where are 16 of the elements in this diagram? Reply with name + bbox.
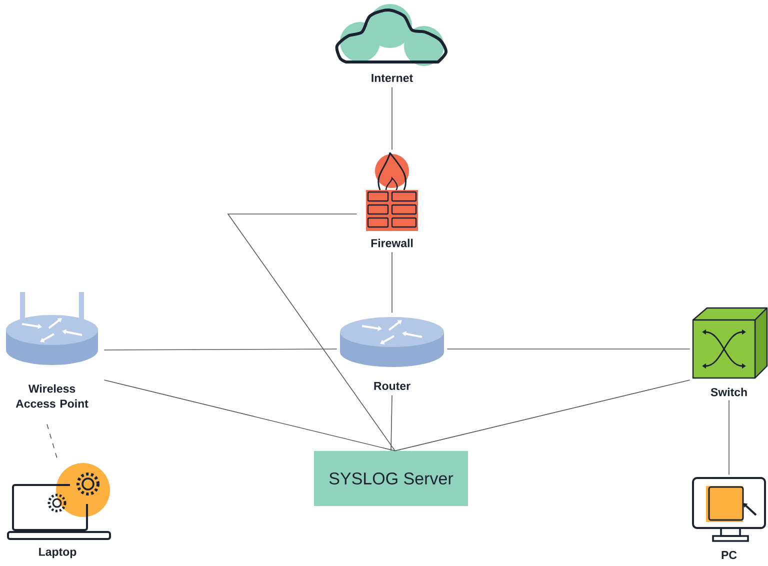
connector-line bbox=[390, 394, 392, 452]
device-label: Laptop bbox=[39, 548, 76, 558]
connector-line bbox=[728, 400, 730, 476]
device-label: PC bbox=[722, 550, 737, 560]
connector-line bbox=[227, 214, 396, 452]
device-label: Switch bbox=[710, 388, 747, 396]
connector-line bbox=[394, 380, 690, 452]
connector-line bbox=[446, 348, 690, 350]
device-label: Router bbox=[374, 382, 410, 390]
device-label: Wireless Access Point bbox=[16, 384, 88, 408]
connector-line bbox=[104, 380, 396, 452]
connector-line bbox=[104, 348, 338, 350]
connector-line bbox=[46, 424, 58, 460]
device-label: Internet bbox=[372, 74, 413, 82]
server-box: SYSLOG Server bbox=[314, 451, 468, 506]
device-label: Firewall bbox=[371, 238, 413, 248]
